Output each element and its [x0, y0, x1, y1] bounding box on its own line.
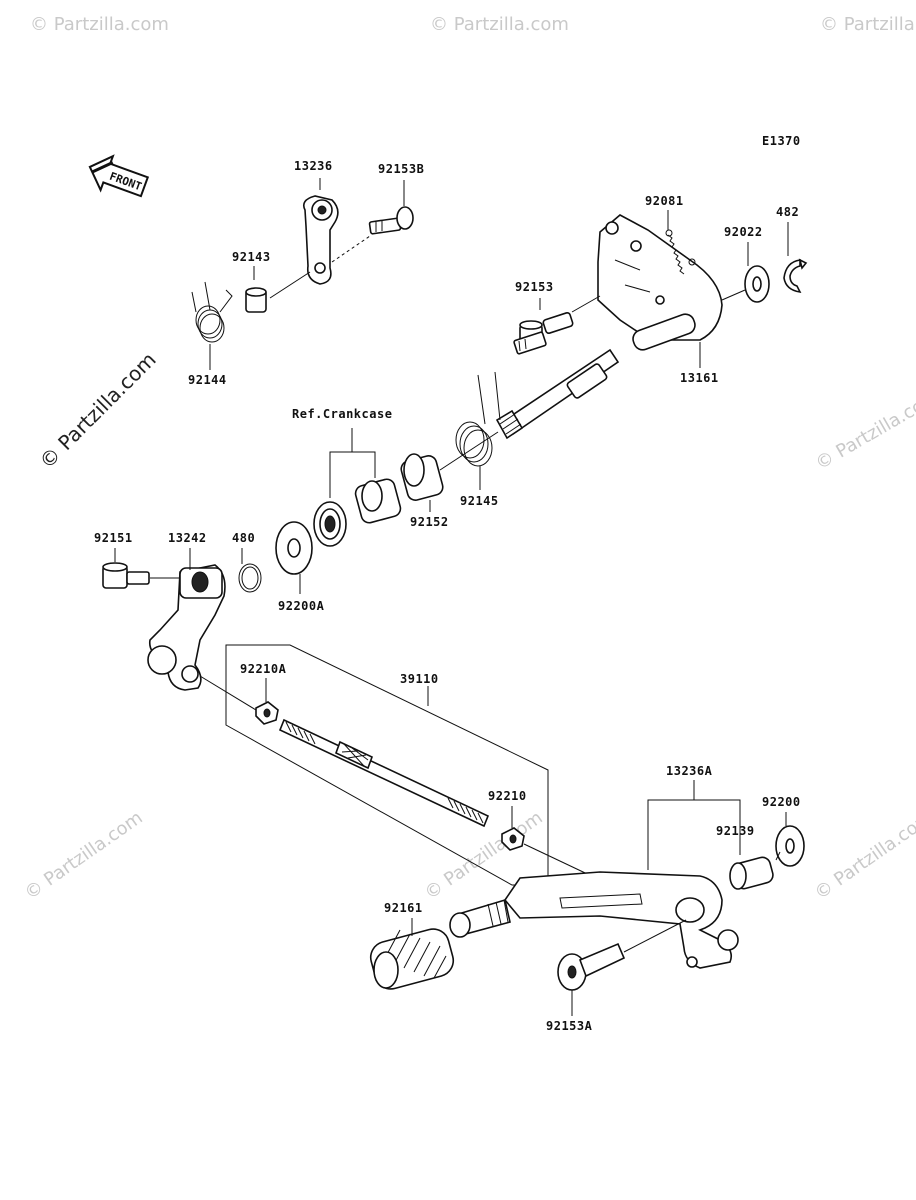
- watermark-5: © Partzilla.com: [21, 807, 147, 904]
- leader-92200-axis: [775, 851, 781, 861]
- ref-crankcase-label: Ref.Crankcase: [292, 407, 392, 421]
- part-92210A-nut: [255, 701, 279, 725]
- part-92152-collar: [400, 453, 444, 501]
- label-92200A: 92200A: [278, 599, 325, 613]
- label-92153: 92153: [515, 280, 554, 294]
- part-13161-shift-shaft: [495, 214, 723, 440]
- watermark-3: © Partzilla.com: [820, 14, 916, 35]
- part-482-circlip: [783, 258, 808, 294]
- watermark-7: © Partzilla.com: [811, 807, 916, 904]
- label-92144: 92144: [188, 373, 227, 387]
- watermark-1: © Partzilla.com: [30, 14, 169, 35]
- part-92153B-bolt: [368, 206, 414, 235]
- part-92200A-washer: [275, 521, 313, 575]
- part-39110-rod: [278, 718, 490, 828]
- label-92161: 92161: [384, 901, 423, 915]
- label-92210A: 92210A: [240, 662, 287, 676]
- diagram-code: E1370: [762, 134, 801, 148]
- leader-92153A-axis: [623, 919, 687, 953]
- label-92153A: 92153A: [546, 1019, 593, 1033]
- watermark-2: © Partzilla.com: [430, 14, 569, 35]
- leader-92152-axis: [439, 431, 499, 471]
- part-13236A-pedal: [449, 871, 739, 969]
- label-92151: 92151: [94, 531, 133, 545]
- label-482: 482: [776, 205, 799, 219]
- label-13236: 13236: [294, 159, 333, 173]
- part-92153A-bolt: [557, 942, 626, 991]
- part-92200-washer: [775, 825, 805, 867]
- label-92139: 92139: [716, 824, 755, 838]
- label-480: 480: [232, 531, 255, 545]
- leader-92153B-axis: [331, 235, 371, 263]
- label-39110: 39110: [400, 672, 439, 686]
- label-13242: 13242: [168, 531, 207, 545]
- part-92161-rubber: [369, 928, 455, 990]
- part-480-circlip: [238, 563, 262, 593]
- part-92153-bolt: [513, 311, 574, 355]
- leader-rod-left: [199, 675, 257, 711]
- part-92145-spring: [455, 371, 501, 467]
- label-92200: 92200: [762, 795, 801, 809]
- label-13161: 13161: [680, 371, 719, 385]
- label-92152: 92152: [410, 515, 449, 529]
- part-92081-spring: [665, 229, 696, 275]
- front-arrow-icon: FRONT: [88, 154, 150, 198]
- part-92143-collar: [245, 287, 267, 313]
- part-92144-spring: [191, 281, 233, 343]
- label-92143: 92143: [232, 250, 271, 264]
- label-92022: 92022: [724, 225, 763, 239]
- leader-92153-axis: [571, 295, 601, 313]
- label-92153B: 92153B: [378, 162, 424, 176]
- label-13236A: 13236A: [666, 764, 713, 778]
- part-92210-nut: [501, 827, 525, 851]
- watermark-4: © Partzilla.com: [812, 387, 916, 475]
- part-92022-washer: [744, 265, 770, 303]
- label-92145: 92145: [460, 494, 499, 508]
- watermark-dark: © Partzilla.com: [35, 347, 161, 473]
- part-crankcase-bearing: [313, 478, 402, 547]
- part-13236-arm: [302, 195, 339, 285]
- label-92210: 92210: [488, 789, 527, 803]
- leader-92143-axis: [269, 271, 311, 299]
- part-13242-lever: [147, 564, 226, 691]
- leader-92022-axis: [721, 289, 746, 301]
- part-92139-collar: [729, 856, 774, 890]
- part-92151-bolt: [102, 562, 150, 589]
- label-92081: 92081: [645, 194, 684, 208]
